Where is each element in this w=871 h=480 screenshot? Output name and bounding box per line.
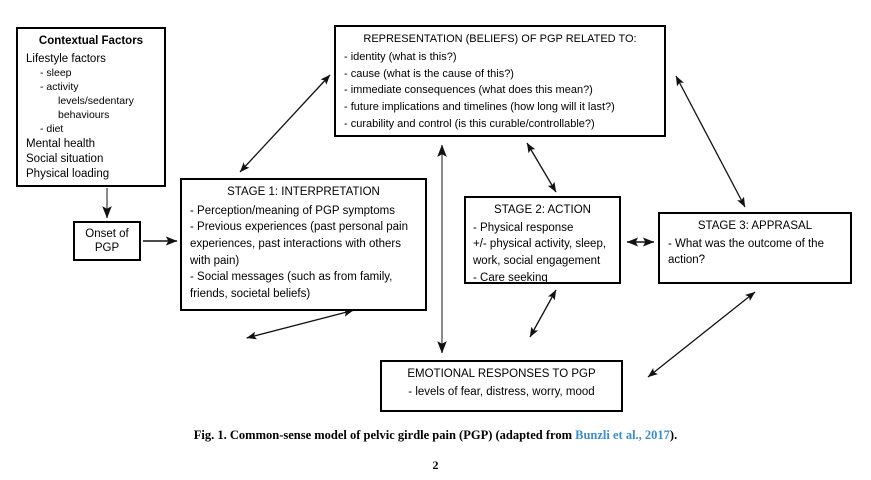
emotional-responses-box: EMOTIONAL RESPONSES TO PGP - levels of f…	[380, 360, 623, 412]
arrow-stage1-to-emotional	[246, 309, 354, 340]
representation-line: - cause (what is the cause of this?)	[344, 67, 514, 80]
contextual-factors-line: Lifestyle factors	[26, 52, 106, 65]
contextual-factors-line: Physical loading	[26, 168, 110, 181]
stage-1-title: STAGE 1: INTERPRETATION	[227, 186, 380, 198]
contextual-factors-line: Social situation	[26, 152, 104, 165]
page-number: 2	[432, 458, 439, 472]
figure-caption: Fig. 1. Common-sense model of pelvic gir…	[0, 428, 871, 443]
contextual-factors-line: - sleep	[40, 66, 72, 79]
arrow-stage1-to-representation	[239, 74, 331, 173]
contextual-factors-box: Contextual Factors Lifestyle factors - s…	[16, 27, 166, 187]
stage-3-title: STAGE 3: APPRASAL	[697, 220, 813, 232]
contextual-factors-line: - activity	[40, 80, 79, 93]
onset-line-1: Onset of	[85, 227, 129, 240]
caption-suffix: ).	[669, 428, 678, 442]
emotional-responses-title: EMOTIONAL RESPONSES TO PGP	[407, 368, 596, 380]
arrow-representation-to-stage3	[675, 75, 746, 208]
stage-1-line: - Perception/meaning of PGP symptoms	[190, 204, 395, 217]
emotional-responses-line: - levels of fear, distress, worry, mood	[408, 385, 595, 398]
stage-1-line: - Social messages (such as from family, …	[190, 271, 393, 300]
contextual-factors-line: levels/sedentary	[58, 94, 134, 107]
stage-1-line: - Previous experiences (past personal pa…	[190, 221, 408, 267]
onset-of-pgp-box: Onset of PGP	[73, 221, 141, 261]
caption-text: Common-sense model of pelvic girdle pain…	[229, 428, 572, 442]
contextual-factors-title: Contextual Factors	[38, 35, 144, 47]
representation-title: REPRESENTATION (BELIEFS) OF PGP RELATED …	[363, 33, 637, 45]
caption-prefix: Fig. 1.	[193, 428, 227, 442]
stage-2-line: - Physical response	[473, 221, 574, 234]
representation-line: - identity (what is this?)	[344, 50, 457, 63]
stage-2-action-box: STAGE 2: ACTION - Physical response +/- …	[464, 196, 621, 284]
stage-2-line: +/- physical activity, sleep, work, soci…	[473, 238, 607, 267]
contextual-factors-line: behaviours	[58, 108, 110, 121]
caption-citation-link[interactable]: Bunzli et al., 2017	[575, 428, 670, 442]
stage-1-interpretation-box: STAGE 1: INTERPRETATION - Perception/mea…	[180, 178, 427, 311]
stage-2-line: - Care seeking	[473, 271, 548, 284]
representation-line: - immediate consequences (what does this…	[344, 84, 593, 97]
stage-3-apprasal-box: STAGE 3: APPRASAL - What was the outcome…	[658, 212, 852, 284]
stage-2-title: STAGE 2: ACTION	[494, 204, 591, 216]
representation-beliefs-box: REPRESENTATION (BELIEFS) OF PGP RELATED …	[334, 25, 666, 137]
representation-line: - curability and control (is this curabl…	[344, 117, 595, 130]
stage-3-line: - What was the outcome of the action?	[668, 237, 824, 267]
contextual-factors-line: - diet	[40, 122, 64, 135]
contextual-factors-line: Mental health	[26, 137, 96, 150]
arrow-stage2-to-emotional	[529, 289, 557, 338]
arrow-representation-to-stage2	[526, 142, 557, 193]
arrow-stage3-to-emotional	[647, 291, 756, 378]
onset-line-2: PGP	[94, 242, 120, 254]
representation-line: - future implications and timelines (how…	[344, 101, 615, 113]
